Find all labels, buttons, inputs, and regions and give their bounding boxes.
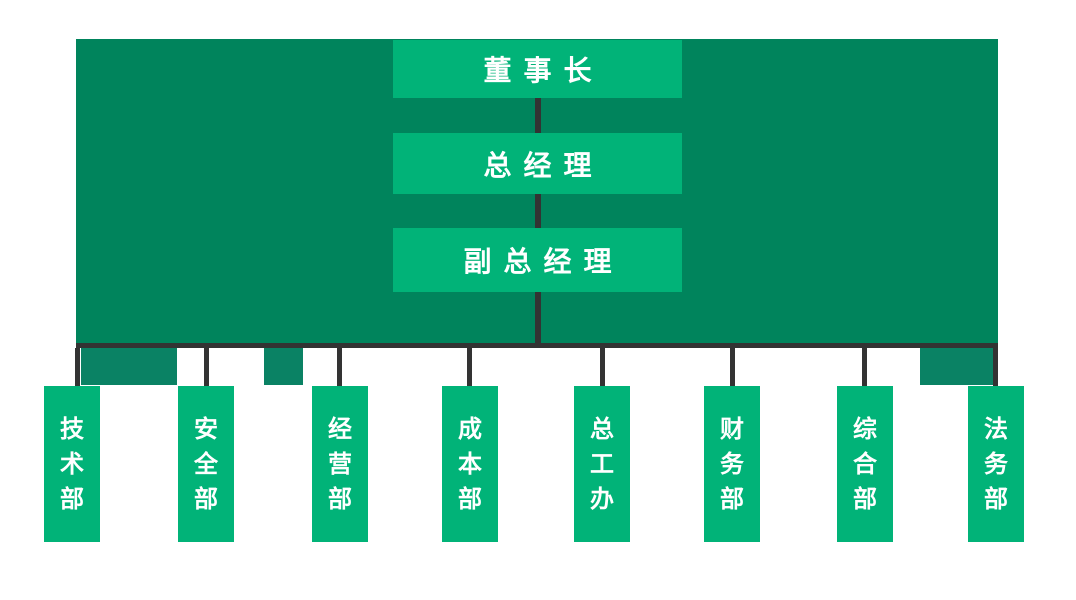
panel-tab-middle (264, 348, 303, 385)
connector-gm-deputy (535, 194, 541, 228)
node-general-manager: 总经理 (393, 133, 682, 194)
drop-line-safety (204, 348, 209, 388)
dept-general-affairs-label: 综合部 (853, 415, 877, 513)
dept-general-affairs: 综合部 (837, 386, 893, 542)
dept-chief-engineer-office: 总工办 (574, 386, 630, 542)
dept-technology-label: 技术部 (60, 415, 84, 513)
dept-safety-label: 安全部 (194, 415, 218, 513)
dept-finance-label: 财务部 (720, 415, 744, 513)
panel-tab-left (81, 348, 177, 385)
dept-cost: 成本部 (442, 386, 498, 542)
connector-deputy-bar (535, 292, 541, 343)
dept-cost-label: 成本部 (458, 415, 482, 513)
panel-tab-right (920, 348, 993, 385)
node-chairman-label: 董事长 (483, 55, 604, 86)
drop-line-finance (730, 348, 735, 388)
dept-legal-label: 法务部 (984, 415, 1008, 513)
node-deputy-general-manager-label: 副总经理 (463, 246, 624, 277)
drop-line-cost (467, 348, 472, 388)
node-deputy-general-manager: 副总经理 (393, 228, 682, 292)
connector-chairman-gm (535, 98, 541, 133)
node-general-manager-label: 总经理 (483, 149, 604, 181)
drop-line-legal (993, 348, 998, 388)
dept-operations-label: 经营部 (328, 415, 352, 513)
dept-chief-engineer-office-label: 总工办 (590, 415, 614, 513)
dept-operations: 经营部 (312, 386, 368, 542)
dept-technology: 技术部 (44, 386, 100, 542)
dept-legal: 法务部 (968, 386, 1024, 542)
connector-horizontal-bar (76, 343, 998, 348)
node-chairman: 董事长 (393, 40, 682, 98)
drop-line-chief-engineer-office (600, 348, 605, 388)
dept-safety: 安全部 (178, 386, 234, 542)
drop-line-operations (337, 348, 342, 388)
drop-line-general-affairs (862, 348, 867, 388)
drop-line-technology (75, 348, 80, 388)
dept-finance: 财务部 (704, 386, 760, 542)
